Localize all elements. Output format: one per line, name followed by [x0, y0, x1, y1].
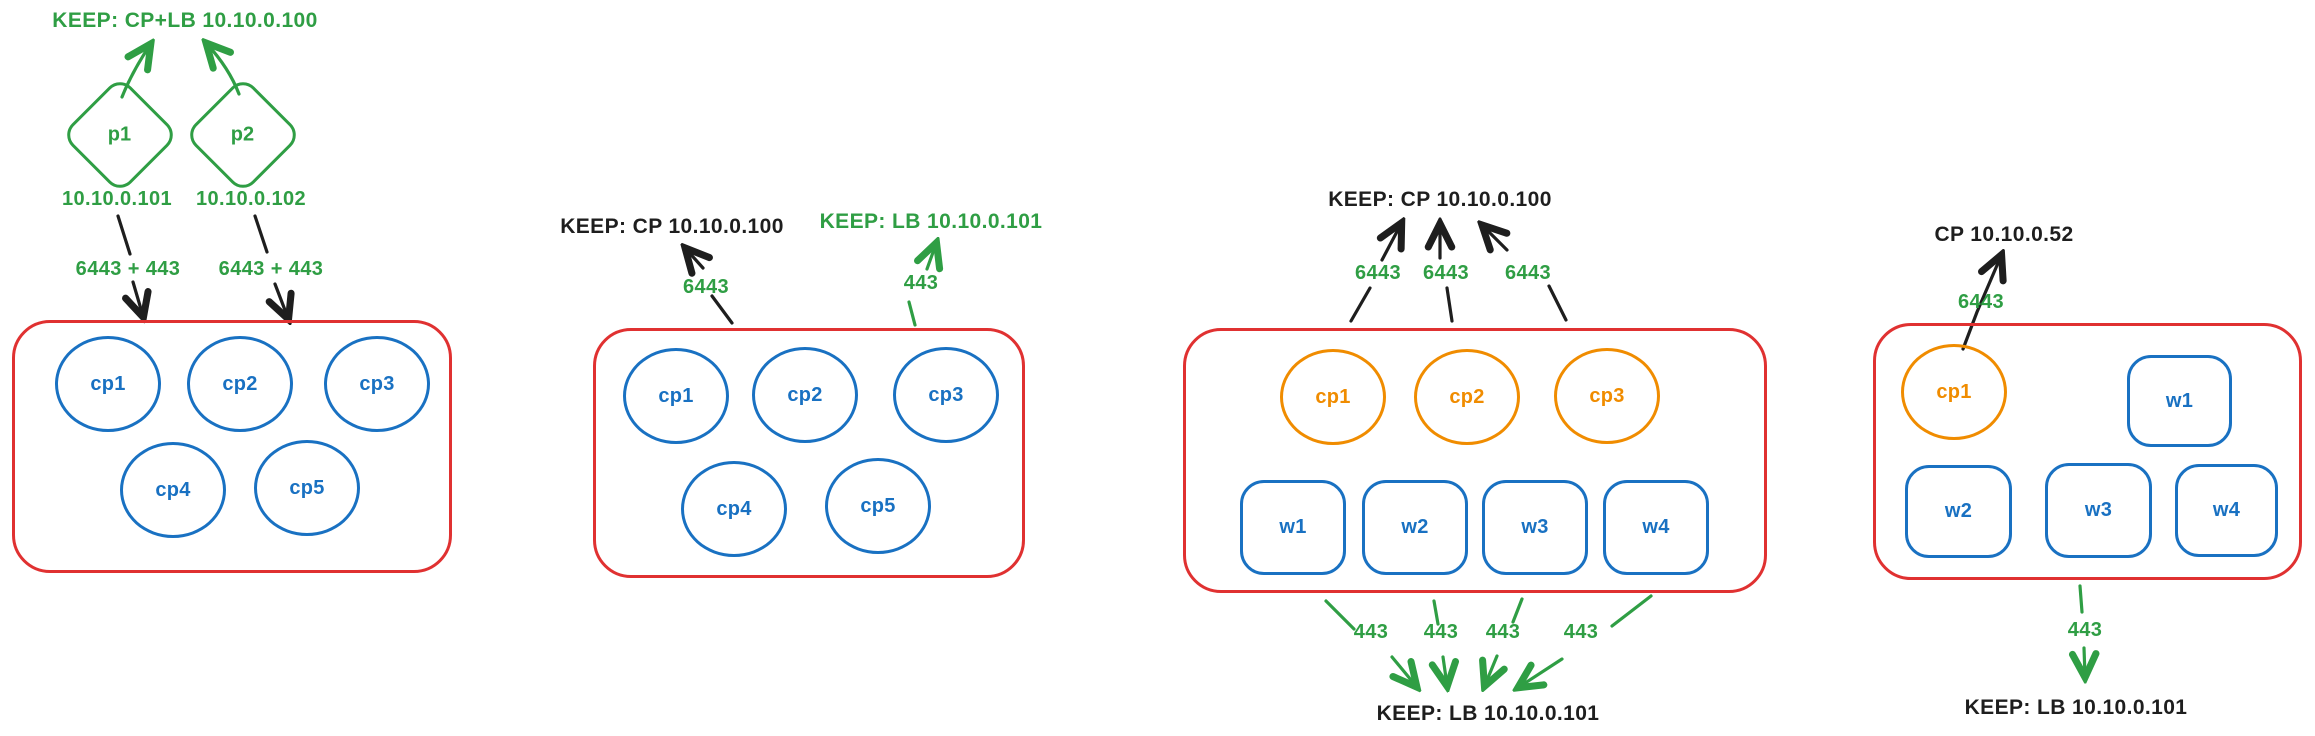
s3-node-w4-label: w4: [1642, 516, 1670, 538]
s1-proxy-p1-ip[interactable]: 10.10.0.101: [61, 188, 173, 210]
s2-node-cp4[interactable]: cp4: [681, 461, 787, 557]
arrow-s2-lb-lower[interactable]: [907, 300, 917, 327]
s4-node-cp1-label: cp1: [1936, 380, 1972, 403]
arrow-s4-lb-upper[interactable]: [2078, 584, 2084, 614]
s3-node-w3-label: w3: [1521, 516, 1549, 538]
s4-node-cp1[interactable]: cp1: [1901, 344, 2007, 440]
arrow-s2-cp-upper[interactable]: [686, 249, 703, 268]
arrow-s3-lb3-upper[interactable]: [1511, 597, 1524, 624]
s3-node-cp3-label: cp3: [1589, 384, 1625, 407]
arrow-s2-lb-upper[interactable]: [927, 244, 936, 269]
s1-keep-vip-label[interactable]: KEEP: CP+LB 10.10.0.100: [52, 9, 318, 32]
s2-node-cp5[interactable]: cp5: [825, 458, 931, 554]
s4-cp-port-label[interactable]: 6443: [1957, 291, 2005, 313]
arrow-s3-lb4-upper[interactable]: [1610, 594, 1653, 628]
s2-lb-port-label[interactable]: 443: [903, 272, 939, 294]
arrow-ip2-to-box-lower[interactable]: [275, 282, 288, 318]
arrow-s3-cp2-lower[interactable]: [1445, 286, 1454, 323]
s2-keep-lb-label[interactable]: KEEP: LB 10.10.0.101: [819, 210, 1043, 233]
s1-proxy-p2-label: p2: [231, 123, 255, 146]
s4-node-w2[interactable]: w2: [1905, 465, 2012, 558]
arrow-s4-lb-lower[interactable]: [2084, 646, 2085, 676]
s4-node-w2-label: w2: [1944, 500, 1973, 522]
s2-node-cp1-label: cp1: [658, 384, 694, 407]
s3-lb-port-label-1[interactable]: 443: [1353, 621, 1389, 643]
arrow-s3-lb4-lower[interactable]: [1519, 657, 1564, 687]
s1-ports-label-1[interactable]: 6443 + 443: [75, 258, 181, 280]
s3-node-w3[interactable]: w3: [1482, 480, 1588, 575]
s3-keep-lb-label[interactable]: KEEP: LB 10.10.0.101: [1376, 702, 1600, 725]
arrow-s3-lb2-lower[interactable]: [1443, 655, 1447, 685]
s2-node-cp4-label: cp4: [716, 497, 752, 520]
s3-lb-port-label-3[interactable]: 443: [1485, 621, 1521, 643]
s3-cp-port-label-1[interactable]: 6443: [1354, 262, 1402, 284]
arrow-ip1-to-box-upper[interactable]: [116, 214, 132, 256]
s2-cp-port-label[interactable]: 6443: [682, 276, 730, 298]
s3-cp-port-label-2[interactable]: 6443: [1422, 262, 1470, 284]
s3-cp-port-label-3[interactable]: 6443: [1504, 262, 1552, 284]
arrow-s3-lb1-lower[interactable]: [1392, 655, 1416, 686]
s1-node-cp1-label: cp1: [90, 372, 126, 395]
s3-node-cp3[interactable]: cp3: [1554, 348, 1660, 444]
s1-node-cp2[interactable]: cp2: [187, 336, 293, 432]
s1-node-cp3-label: cp3: [359, 372, 395, 395]
s3-node-cp2[interactable]: cp2: [1414, 349, 1520, 445]
s3-node-w1[interactable]: w1: [1240, 480, 1346, 575]
arrow-s3-cp3-upper[interactable]: [1483, 226, 1507, 250]
s4-lb-port-label[interactable]: 443: [2067, 619, 2103, 641]
s1-node-cp5[interactable]: cp5: [254, 440, 360, 536]
s1-proxy-p2-ip[interactable]: 10.10.0.102: [195, 188, 307, 210]
arrow-s2-cp-lower[interactable]: [710, 294, 734, 325]
s1-node-cp1[interactable]: cp1: [55, 336, 161, 432]
arrow-ip1-to-box-lower[interactable]: [133, 280, 143, 316]
s1-proxy-p1-label: p1: [108, 123, 132, 146]
s3-lb-port-label-2[interactable]: 443: [1423, 621, 1459, 643]
arrow-s3-cp1-upper[interactable]: [1382, 224, 1401, 262]
s2-node-cp3-label: cp3: [928, 383, 964, 406]
arrow-s3-cp1-lower[interactable]: [1349, 286, 1372, 323]
s3-node-w2-label: w2: [1401, 516, 1429, 538]
arrow-s3-lb1-upper[interactable]: [1324, 599, 1356, 631]
s1-node-cp5-label: cp5: [289, 476, 325, 499]
s1-proxy-p1[interactable]: p1: [60, 75, 180, 195]
s3-node-cp1[interactable]: cp1: [1280, 349, 1386, 445]
s4-cluster-box[interactable]: [1873, 323, 2302, 580]
s4-node-w4-label: w4: [2212, 499, 2241, 521]
s2-keep-cp-label[interactable]: KEEP: CP 10.10.0.100: [560, 215, 784, 238]
s1-proxy-p2[interactable]: p2: [183, 75, 303, 195]
s3-node-w1-label: w1: [1279, 516, 1307, 538]
s4-node-w3-label: w3: [2084, 499, 2113, 521]
s1-ports-label-2[interactable]: 6443 + 443: [218, 258, 324, 280]
s1-node-cp4-label: cp4: [155, 478, 191, 501]
s2-node-cp1[interactable]: cp1: [623, 348, 729, 444]
s1-node-cp3[interactable]: cp3: [324, 336, 430, 432]
s2-node-cp2[interactable]: cp2: [752, 347, 858, 443]
s3-keep-cp-label[interactable]: KEEP: CP 10.10.0.100: [1328, 188, 1552, 211]
s1-node-cp2-label: cp2: [222, 372, 258, 395]
s1-node-cp4[interactable]: cp4: [120, 442, 226, 538]
arrow-s3-lb3-lower[interactable]: [1485, 654, 1497, 685]
s4-node-w1[interactable]: w1: [2127, 355, 2232, 447]
s3-node-w2[interactable]: w2: [1362, 480, 1468, 575]
s4-keep-lb-label[interactable]: KEEP: LB 10.10.0.101: [1964, 696, 2188, 719]
s4-node-w3[interactable]: w3: [2045, 463, 2152, 558]
arrow-ip2-to-box-upper[interactable]: [253, 214, 269, 254]
s2-node-cp2-label: cp2: [787, 383, 823, 406]
s2-node-cp3[interactable]: cp3: [893, 347, 999, 443]
s3-node-cp2-label: cp2: [1449, 385, 1485, 408]
s1-cluster-box[interactable]: [12, 320, 452, 573]
s2-node-cp5-label: cp5: [860, 494, 896, 517]
s4-node-w1-label: w1: [2165, 389, 2194, 412]
s3-lb-port-label-4[interactable]: 443: [1563, 621, 1599, 643]
s3-cluster-box[interactable]: [1183, 328, 1767, 593]
s3-node-w4[interactable]: w4: [1603, 480, 1709, 575]
arrow-s3-cp3-lower[interactable]: [1547, 284, 1568, 322]
s4-cp-ip-label[interactable]: CP 10.10.0.52: [1934, 223, 2074, 246]
s4-node-w4[interactable]: w4: [2175, 464, 2278, 557]
s3-node-cp1-label: cp1: [1315, 385, 1351, 408]
s2-cluster-box[interactable]: [593, 328, 1025, 578]
